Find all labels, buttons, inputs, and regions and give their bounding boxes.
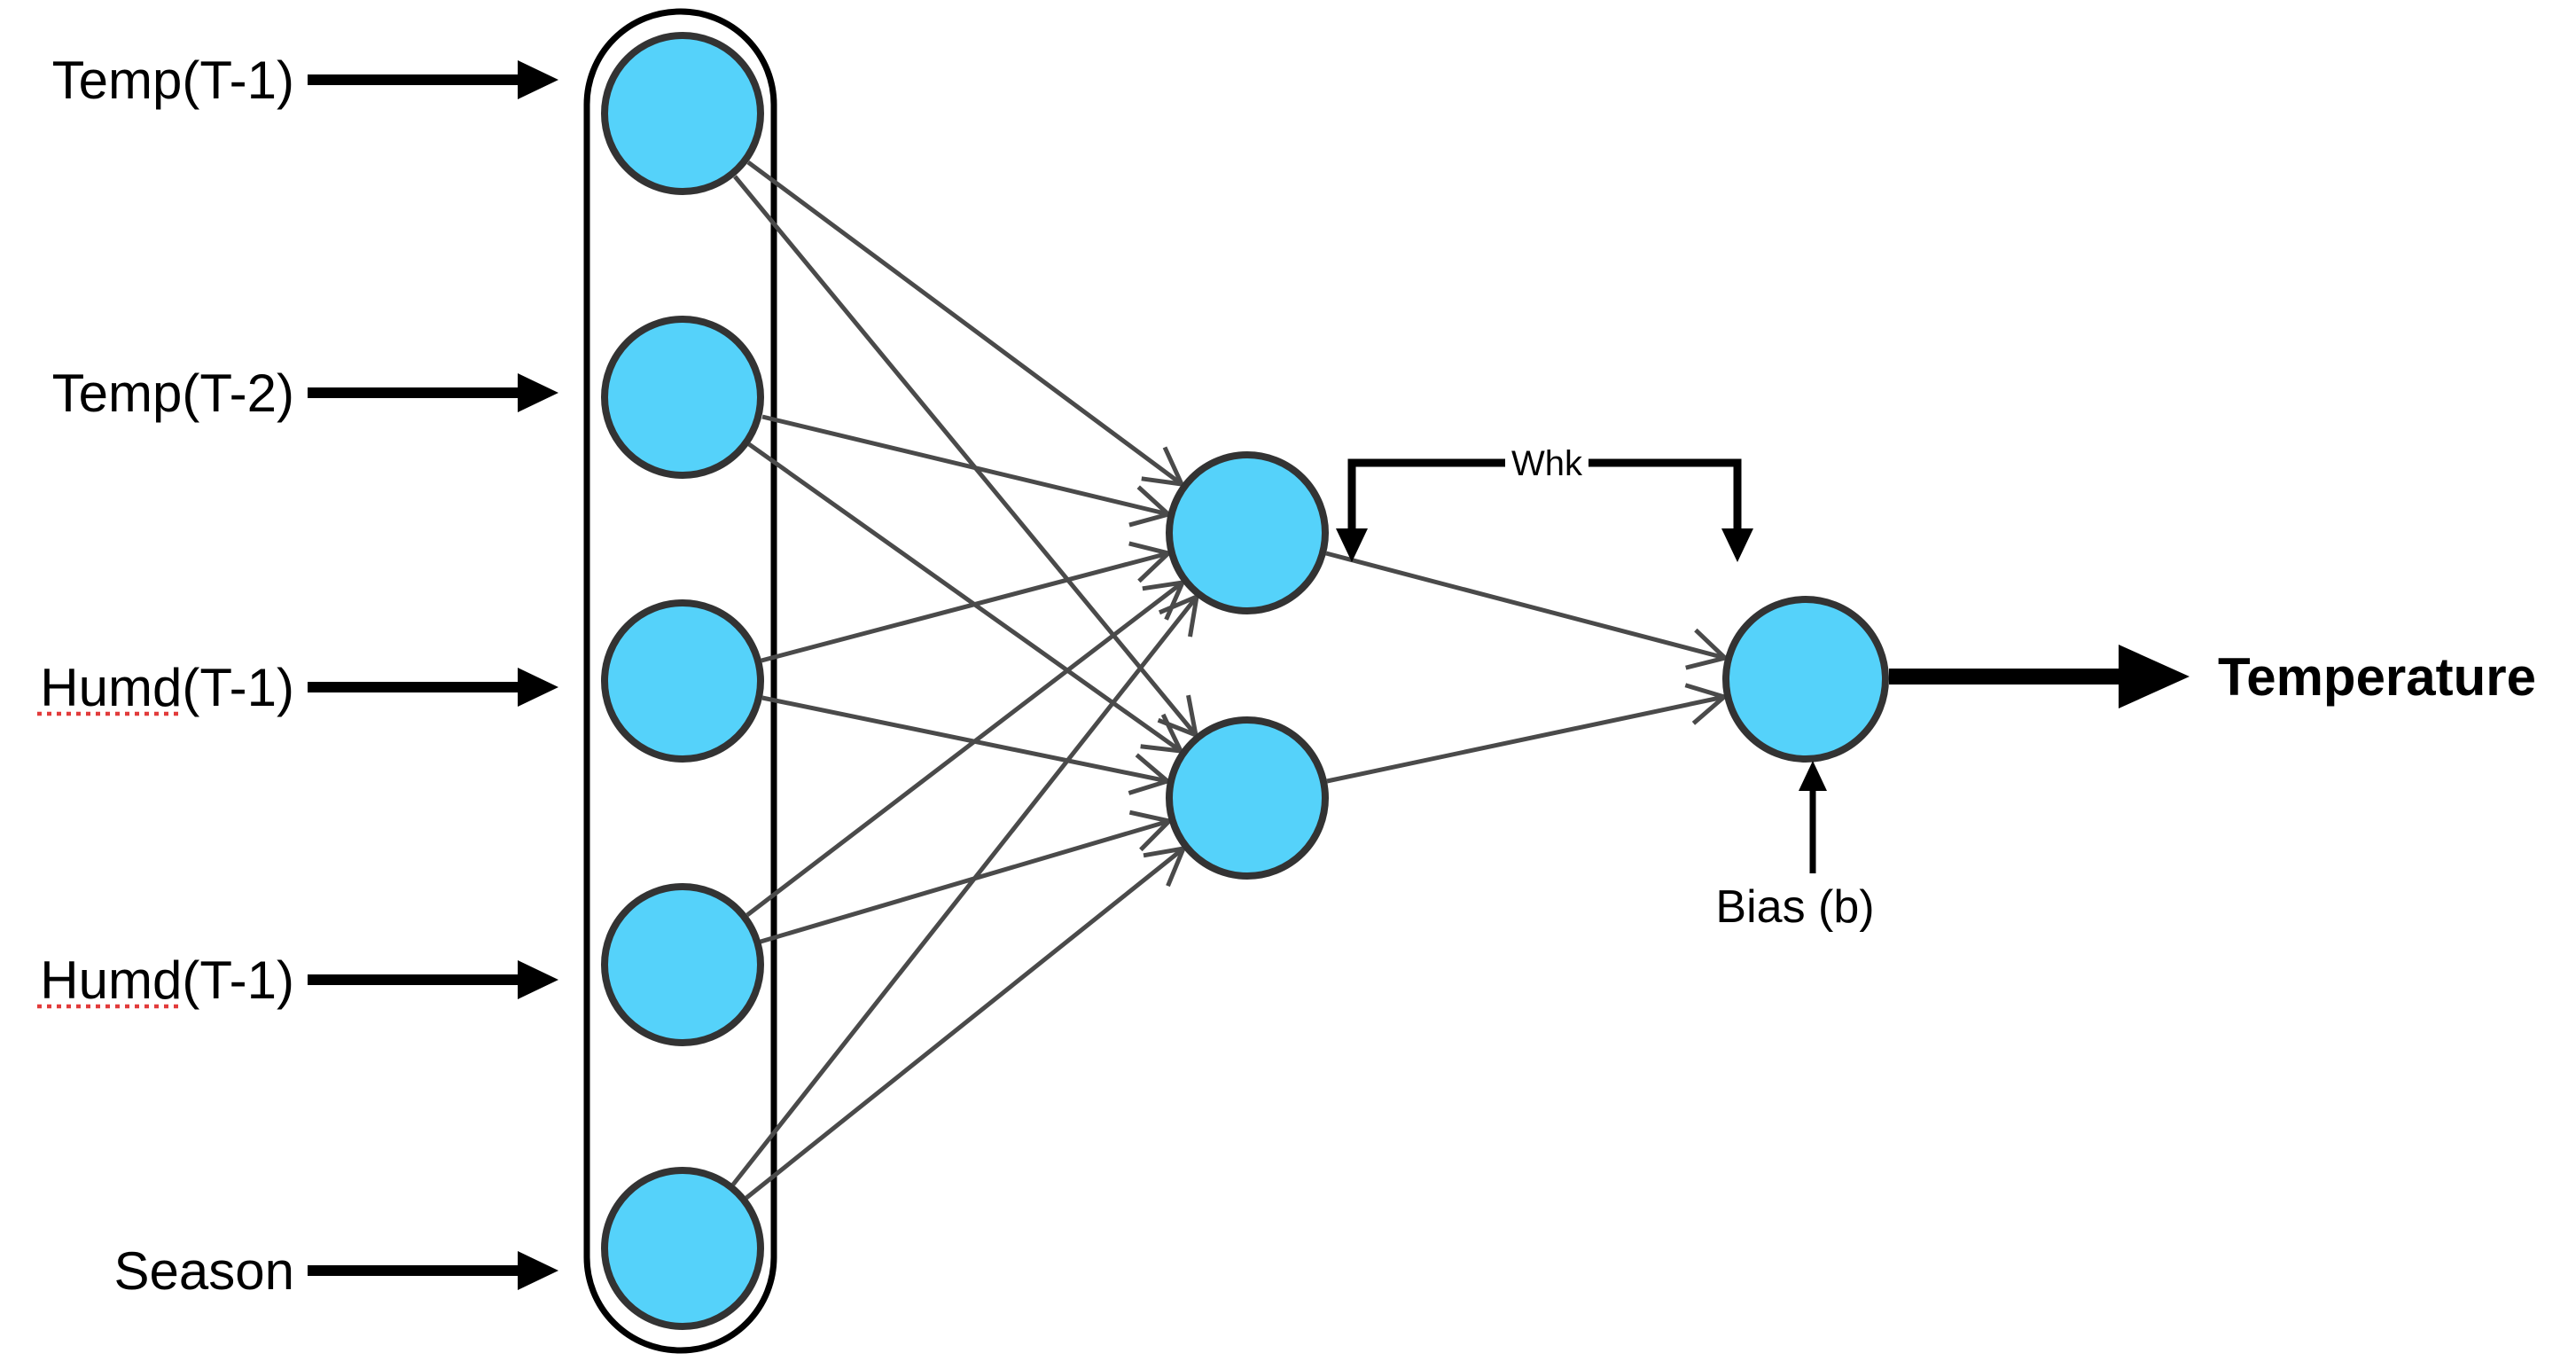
hidden-layer-nodes — [1166, 451, 1329, 880]
input-arrow-icon — [308, 960, 558, 999]
input-node-1 — [601, 32, 764, 195]
bias-label: Bias (b) — [1715, 881, 1874, 933]
down-arrow-icon — [1721, 528, 1753, 562]
edge — [745, 579, 1187, 917]
weight-bracket: Whk — [1336, 444, 1753, 562]
output-arrow-head-icon — [2119, 645, 2190, 708]
input-label-temp-t2: Temp(T-2) — [52, 364, 294, 423]
edge — [746, 160, 1186, 488]
output-label: Temperature — [2218, 647, 2536, 707]
input-layer-capsule — [583, 8, 777, 1354]
edge — [761, 541, 1174, 663]
input-node-4 — [601, 883, 764, 1046]
input-node-5 — [601, 1167, 764, 1330]
input-arrow-icon — [308, 1251, 558, 1290]
edge — [745, 845, 1188, 1200]
edge — [747, 442, 1185, 755]
input-label-humd-t1-a: Humd(T-1) — [40, 658, 294, 717]
input-arrow-icon — [308, 373, 558, 412]
weight-bracket-right — [1589, 458, 1742, 532]
input-label-season: Season — [114, 1241, 295, 1301]
hidden-node-1 — [1166, 451, 1329, 614]
edge — [1325, 551, 1730, 670]
edge — [733, 175, 1199, 739]
edge — [760, 810, 1174, 944]
input-node-2 — [601, 316, 764, 479]
output-node — [1722, 596, 1889, 763]
input-arrows — [308, 60, 558, 1290]
up-arrow-icon — [1799, 761, 1827, 791]
edge — [1326, 683, 1729, 784]
input-arrow-icon — [308, 60, 558, 99]
input-arrow-icon — [308, 668, 558, 707]
edge — [761, 414, 1174, 528]
input-layer-nodes — [601, 32, 764, 1330]
input-labels: Temp(T-1) Temp(T-2) Humd(T-1) Humd(T-1) … — [37, 51, 294, 1301]
edge — [731, 592, 1200, 1186]
input-label-temp-t1: Temp(T-1) — [52, 51, 294, 110]
edge — [761, 695, 1173, 795]
input-to-hidden-edges — [731, 160, 1200, 1200]
weight-bracket-left — [1347, 458, 1505, 532]
down-arrow-icon — [1336, 528, 1368, 562]
output-annotation: Temperature — [1889, 645, 2536, 708]
hidden-to-output-edges — [1325, 551, 1730, 784]
weight-label: Whk — [1511, 444, 1583, 483]
bias-annotation: Bias (b) — [1715, 761, 1875, 933]
input-node-3 — [601, 599, 764, 763]
input-label-humd-t1-b: Humd(T-1) — [40, 950, 294, 1010]
hidden-node-2 — [1166, 716, 1329, 880]
